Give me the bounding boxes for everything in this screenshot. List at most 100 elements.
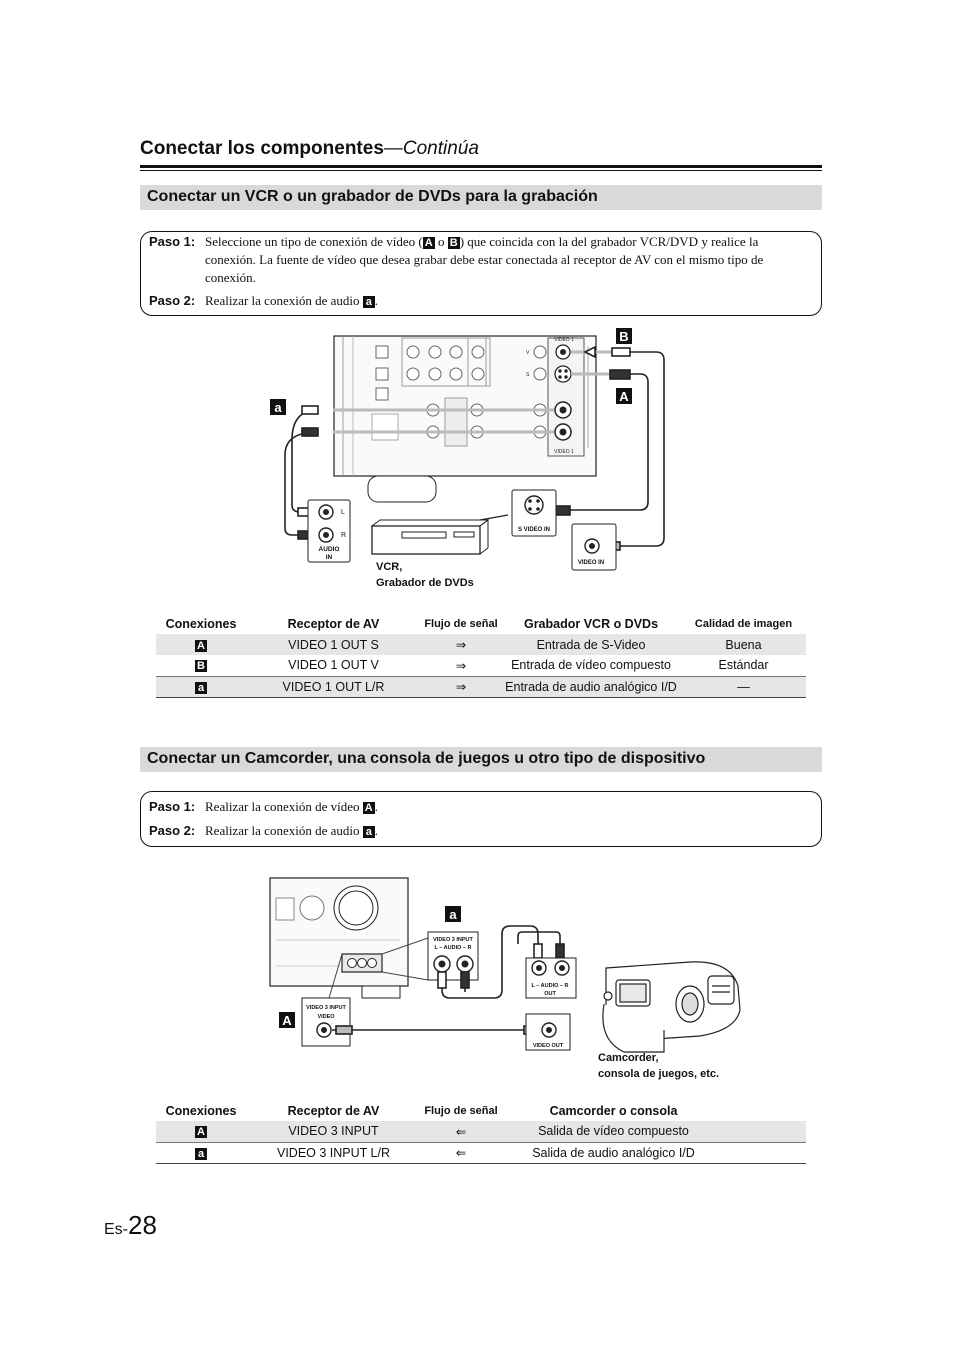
table-row: A VIDEO 1 OUT S ⇒ Entrada de S-Video Bue… [156, 634, 806, 655]
label-video-out: VIDEO OUT [533, 1043, 564, 1049]
connections-table-vcr: Conexiones Receptor de AV Flujo de señal… [156, 614, 806, 698]
step-text-part: . [374, 823, 378, 838]
header-continued: —Continúa [383, 138, 479, 159]
label-video3-input-video-2: VIDEO [317, 1014, 335, 1020]
col-header: Receptor de AV [287, 617, 380, 631]
cell-device: Entrada de S-Video [501, 634, 681, 655]
label-video3-input: VIDEO 3 INPUT [433, 937, 473, 943]
camcorder-cables [332, 925, 565, 1035]
cell-flow: ⇐ [421, 1121, 501, 1143]
steps-box-camcorder: Paso 1: Realizar la conexión de vídeo A.… [140, 791, 822, 847]
cell-flow: ⇒ [421, 676, 501, 698]
page-number-value: 28 [128, 1210, 157, 1240]
step-text-part: . [374, 799, 378, 814]
diagram2-tag-a: a [449, 907, 457, 922]
receiver-front-panel [269, 877, 429, 1023]
page-number-prefix: Es- [104, 1221, 128, 1238]
row-tag: a [195, 681, 207, 694]
header-rule [140, 165, 822, 168]
cell-flow: ⇐ [421, 1142, 501, 1164]
cell-quality: Estándar [681, 655, 806, 677]
tag-A: A [362, 802, 375, 814]
video-cables [547, 345, 665, 551]
diagram-tag-a: a [274, 400, 282, 415]
step-2: Paso 2: Realizar la conexión de audio a. [149, 292, 811, 310]
panel-label-video1-bottom: VIDEO 1 [554, 449, 574, 455]
page-number: Es-28 [104, 1210, 157, 1241]
step-1: Paso 1: Realizar la conexión de vídeo A. [149, 798, 811, 816]
panel-label-s: S [526, 372, 530, 378]
step-text-part: . [374, 293, 378, 308]
col-header: Conexiones [165, 1104, 237, 1118]
label-lr-audio: L – AUDIO – R [435, 945, 472, 951]
cell-receiver: VIDEO 1 OUT L/R [246, 676, 421, 698]
vcr-device [370, 514, 509, 555]
cell-device: Salida de audio analógico I/D [501, 1142, 726, 1164]
label-video3-input-video-1: VIDEO 3 INPUT [306, 1005, 346, 1011]
cell-flow: ⇒ [421, 634, 501, 655]
step-text-part: Realizar la conexión de vídeo [205, 799, 363, 814]
cell-device: Entrada de audio analógico I/D [501, 676, 681, 698]
label-audio-l: L [341, 509, 345, 516]
video3-audio-input-callout [427, 931, 479, 981]
vcr-audio-jacks [307, 499, 351, 563]
table-row: A VIDEO 3 INPUT ⇐ Salida de vídeo compue… [156, 1121, 806, 1143]
col-header: Conexiones [165, 617, 237, 631]
receiver-rear-panel [333, 335, 597, 503]
cell-receiver: VIDEO 1 OUT V [246, 655, 421, 677]
diagram-tags-1 [270, 328, 632, 415]
cell-receiver: VIDEO 3 INPUT L/R [246, 1142, 421, 1164]
tag-a: a [362, 296, 375, 308]
cam-audio-out-callout [525, 957, 577, 999]
step-label: Paso 1: [149, 799, 196, 814]
step-text-part: Seleccione un tipo de conexión de vídeo … [205, 234, 423, 249]
table-row: a VIDEO 3 INPUT L/R ⇐ Salida de audio an… [156, 1142, 806, 1164]
col-header: Flujo de señal [424, 618, 498, 630]
section-title-vcr: Conectar un VCR o un grabador de DVDs pa… [140, 185, 822, 210]
cell-quality: — [681, 676, 806, 698]
label-cam-audio-2: OUT [544, 991, 556, 997]
step-text-part: Realizar la conexión de audio [205, 823, 363, 838]
header-rule-thin [140, 170, 822, 171]
steps-box-vcr: Paso 1: Seleccione un tipo de conexión d… [140, 231, 822, 316]
step-label: Paso 1: [149, 234, 196, 249]
tag-A: A [422, 237, 435, 249]
cell-device: Entrada de vídeo compuesto [501, 655, 681, 677]
table-row: a VIDEO 1 OUT L/R ⇒ Entrada de audio ana… [156, 676, 806, 698]
section-title-camcorder: Conectar un Camcorder, una consola de ju… [140, 747, 822, 772]
col-header: Calidad de imagen [694, 618, 793, 630]
video3-video-input-callout [301, 997, 351, 1047]
cell-device: Salida de vídeo compuesto [501, 1121, 726, 1143]
step-text-part: ) que coincida con la del grabador VCR/D… [205, 234, 764, 285]
tag-B: B [447, 237, 460, 249]
table-header: Conexiones Receptor de AV Flujo de señal… [156, 1101, 806, 1121]
col-header: Grabador VCR o DVDs [523, 617, 659, 631]
step-2: Paso 2: Realizar la conexión de audio a. [149, 822, 811, 840]
diagram-tags-2 [279, 906, 461, 1028]
cell-receiver: VIDEO 1 OUT S [246, 634, 421, 655]
step-text: Realizar la conexión de audio a. [205, 292, 811, 310]
table-row: B VIDEO 1 OUT V ⇒ Entrada de vídeo compu… [156, 655, 806, 677]
audio-cables-a [284, 405, 554, 540]
vcr-video-jack [571, 523, 617, 571]
page-header: Conectar los componentes—Continúa [140, 138, 479, 160]
vcr-label-1: VCR, [376, 561, 402, 573]
diagram2-tag-A: A [282, 1013, 292, 1028]
step-text: Realizar la conexión de audio a. [205, 822, 811, 840]
cell-flow: ⇒ [421, 655, 501, 677]
vcr-label-2: Grabador de DVDs [376, 577, 474, 589]
label-audio-r: R [341, 532, 346, 539]
tag-a: a [362, 826, 375, 838]
label-video-in: VIDEO IN [578, 560, 604, 566]
connections-table-camcorder: Conexiones Receptor de AV Flujo de señal… [156, 1101, 806, 1164]
step-label: Paso 2: [149, 823, 196, 838]
step-1: Paso 1: Seleccione un tipo de conexión d… [149, 233, 811, 287]
step-text-part: o [434, 234, 448, 249]
step-text: Realizar la conexión de vídeo A. [205, 798, 811, 816]
label-cam-audio-1: L – AUDIO – R [532, 983, 569, 989]
label-audio-in-2: IN [326, 554, 333, 561]
panel-label-video1-top: VIDEO 1 [554, 337, 574, 343]
cam-video-out-callout [525, 1013, 571, 1051]
row-tag: B [195, 660, 207, 673]
col-header: Camcorder o consola [549, 1104, 678, 1118]
